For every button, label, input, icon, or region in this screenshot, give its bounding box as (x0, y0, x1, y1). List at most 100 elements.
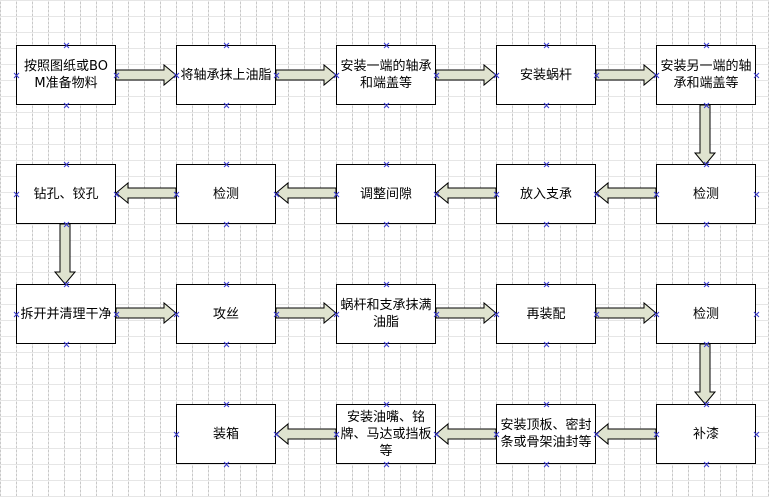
step-label: 拆开并清理干净 (20, 306, 112, 322)
step-label: 按照图纸或BOM准备物料 (24, 59, 108, 91)
step-box-s2[interactable]: 将轴承抹上油脂 (176, 45, 276, 105)
step-label: 检测 (692, 186, 719, 202)
step-label: 再装配 (526, 306, 566, 322)
connection-point-marker (273, 311, 280, 318)
step-box-s9[interactable]: 检测 (176, 164, 276, 224)
connection-point-marker (223, 461, 230, 468)
arrow-s9-s10[interactable] (115, 181, 177, 205)
connection-point-marker (543, 341, 550, 348)
step-box-s19[interactable]: 装箱 (176, 404, 276, 464)
arrow-s7-s8[interactable] (435, 181, 497, 205)
connection-point-marker (173, 72, 180, 79)
connection-point-marker (703, 221, 710, 228)
connection-point-marker (703, 401, 710, 408)
arrow-s11-s12[interactable] (115, 301, 177, 325)
arrow-s5-s6[interactable] (693, 104, 717, 166)
step-box-s13[interactable]: 蜗杆和支承抹满油脂 (336, 284, 436, 344)
arrow-s2-s3[interactable] (275, 63, 337, 87)
step-box-s12[interactable]: 攻丝 (176, 284, 276, 344)
connection-point-marker (383, 281, 390, 288)
arrow-s16-s17[interactable] (595, 422, 657, 446)
arrow-s17-s18[interactable] (435, 422, 497, 446)
connection-point-marker (173, 431, 180, 438)
arrow-s6-s7[interactable] (595, 181, 657, 205)
connection-point-marker (543, 401, 550, 408)
connection-point-marker (653, 72, 660, 79)
arrow-s13-s14[interactable] (435, 301, 497, 325)
step-label: 放入支承 (519, 186, 572, 202)
connection-point-marker (63, 281, 70, 288)
connection-point-marker (63, 221, 70, 228)
step-box-s5[interactable]: 安装另一端的轴承和端盖等 (656, 45, 756, 105)
arrow-s3-s4[interactable] (435, 63, 497, 87)
arrow-s4-s5[interactable] (595, 63, 657, 87)
connection-point-marker (333, 311, 340, 318)
step-label: 钻孔、铰孔 (33, 186, 99, 202)
connection-point-marker (223, 281, 230, 288)
connection-point-marker (703, 161, 710, 168)
connection-point-marker (113, 72, 120, 79)
connection-point-marker (703, 42, 710, 49)
step-label: 检测 (212, 186, 239, 202)
connection-point-marker (383, 461, 390, 468)
connection-point-marker (543, 461, 550, 468)
connection-point-marker (333, 72, 340, 79)
connection-point-marker (273, 431, 280, 438)
connection-point-marker (383, 401, 390, 408)
connection-point-marker (703, 341, 710, 348)
connection-point-marker (173, 311, 180, 318)
connection-point-marker (223, 161, 230, 168)
arrow-s12-s13[interactable] (275, 301, 337, 325)
connection-point-marker (753, 431, 760, 438)
connection-point-marker (63, 341, 70, 348)
connection-point-marker (383, 102, 390, 109)
connection-point-marker (543, 221, 550, 228)
step-label: 安装蜗杆 (519, 67, 572, 83)
connection-point-marker (223, 401, 230, 408)
step-box-s3[interactable]: 安装一端的轴承和端盖等 (336, 45, 436, 105)
arrow-s1-s2[interactable] (115, 63, 177, 87)
connection-point-marker (223, 341, 230, 348)
connection-point-marker (273, 72, 280, 79)
step-box-s17[interactable]: 安装顶板、密封条或骨架油封等 (496, 404, 596, 464)
step-box-s11[interactable]: 拆开并清理干净 (16, 284, 116, 344)
connection-point-marker (273, 191, 280, 198)
step-box-s6[interactable]: 检测 (656, 164, 756, 224)
arrow-s10-s11[interactable] (53, 223, 77, 285)
step-box-s14[interactable]: 再装配 (496, 284, 596, 344)
connection-point-marker (113, 191, 120, 198)
connection-point-marker (703, 461, 710, 468)
step-label: 攻丝 (212, 306, 239, 322)
step-box-s7[interactable]: 放入支承 (496, 164, 596, 224)
step-box-s16[interactable]: 补漆 (656, 404, 756, 464)
step-box-s18[interactable]: 安装油嘴、铭牌、马达或挡板等 (336, 404, 436, 464)
connection-point-marker (593, 72, 600, 79)
connection-point-marker (653, 191, 660, 198)
connection-point-marker (333, 191, 340, 198)
connection-point-marker (13, 191, 20, 198)
step-box-s15[interactable]: 检测 (656, 284, 756, 344)
connection-point-marker (383, 42, 390, 49)
arrow-s8-s9[interactable] (275, 181, 337, 205)
connection-point-marker (63, 42, 70, 49)
step-label: 装箱 (212, 426, 239, 442)
connection-point-marker (543, 281, 550, 288)
step-box-s1[interactable]: 按照图纸或BOM准备物料 (16, 45, 116, 105)
step-label: 调整间隙 (359, 186, 412, 202)
connection-point-marker (433, 431, 440, 438)
connection-point-marker (653, 311, 660, 318)
step-box-s10[interactable]: 钻孔、铰孔 (16, 164, 116, 224)
arrow-s15-s16[interactable] (693, 343, 717, 405)
step-label: 安装另一端的轴承和端盖等 (660, 59, 752, 91)
connection-point-marker (753, 311, 760, 318)
connection-point-marker (433, 311, 440, 318)
arrow-s18-s19[interactable] (275, 422, 337, 446)
connection-point-marker (543, 42, 550, 49)
step-box-s4[interactable]: 安装蜗杆 (496, 45, 596, 105)
connection-point-marker (493, 72, 500, 79)
connection-point-marker (593, 191, 600, 198)
step-label: 补漆 (692, 426, 719, 442)
step-box-s8[interactable]: 调整间隙 (336, 164, 436, 224)
connection-point-marker (493, 191, 500, 198)
arrow-s14-s15[interactable] (595, 301, 657, 325)
